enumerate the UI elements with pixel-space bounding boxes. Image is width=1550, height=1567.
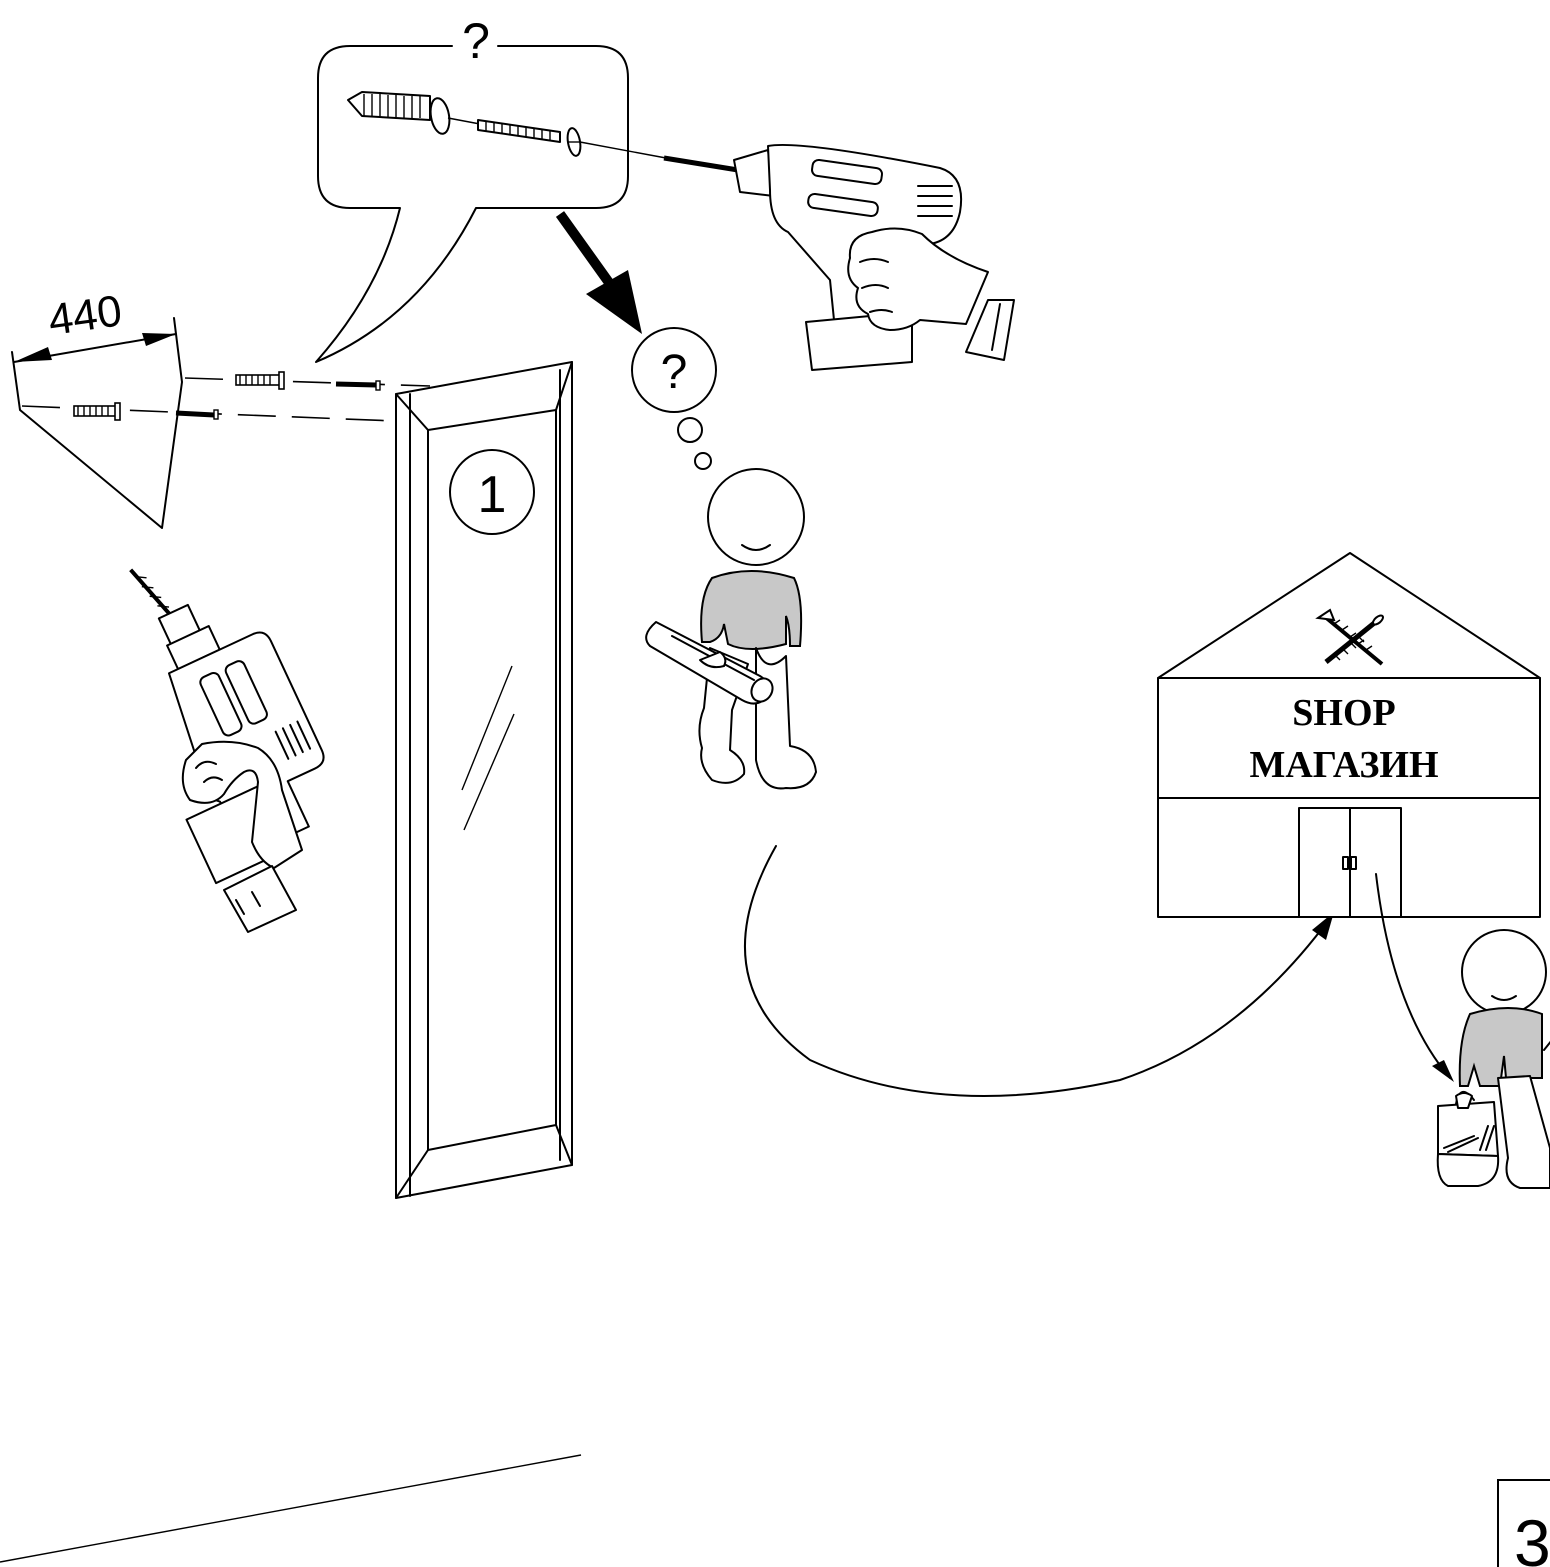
hand-left [181, 740, 303, 933]
shop-door [1298, 807, 1402, 918]
shop-building: SHOP МАГАЗИН [1157, 552, 1541, 918]
bubble-wall-plug-icon [347, 91, 451, 135]
page-number-box: 3 [1497, 1479, 1550, 1567]
person-with-bag [1436, 929, 1550, 1189]
upper-screw [335, 380, 381, 391]
speech-bubble-question: ? [462, 13, 490, 69]
dimension-label: 440 [45, 286, 125, 345]
shop-sign-russian: МАГАЗИН [1249, 744, 1438, 786]
path-arrow [743, 845, 1334, 1097]
thought-bubble-question: ? [661, 346, 688, 399]
shop-sign-english: SHOP [1292, 692, 1395, 734]
mirror-panel: 1 [395, 361, 573, 1199]
wall-outline [11, 317, 183, 529]
floor-line [0, 1454, 582, 1563]
bubble-screw-icon [477, 119, 582, 157]
speech-bubble: ? [315, 13, 667, 363]
exit-arrow [1375, 873, 1454, 1082]
panel-number: 1 [478, 466, 507, 524]
page-number: 3 [1514, 1506, 1550, 1567]
drill-left [129, 568, 325, 885]
arrow-down [555, 211, 642, 334]
thought-bubble: ? [631, 327, 717, 470]
lower-wall-plug [73, 402, 121, 421]
upper-wall-plug [235, 371, 285, 390]
dimension-line: 440 [13, 286, 177, 363]
lower-screw [175, 409, 219, 420]
hand-top-right [847, 227, 1015, 361]
person-thinking [645, 468, 817, 790]
shop-screw-icon [1315, 608, 1384, 666]
